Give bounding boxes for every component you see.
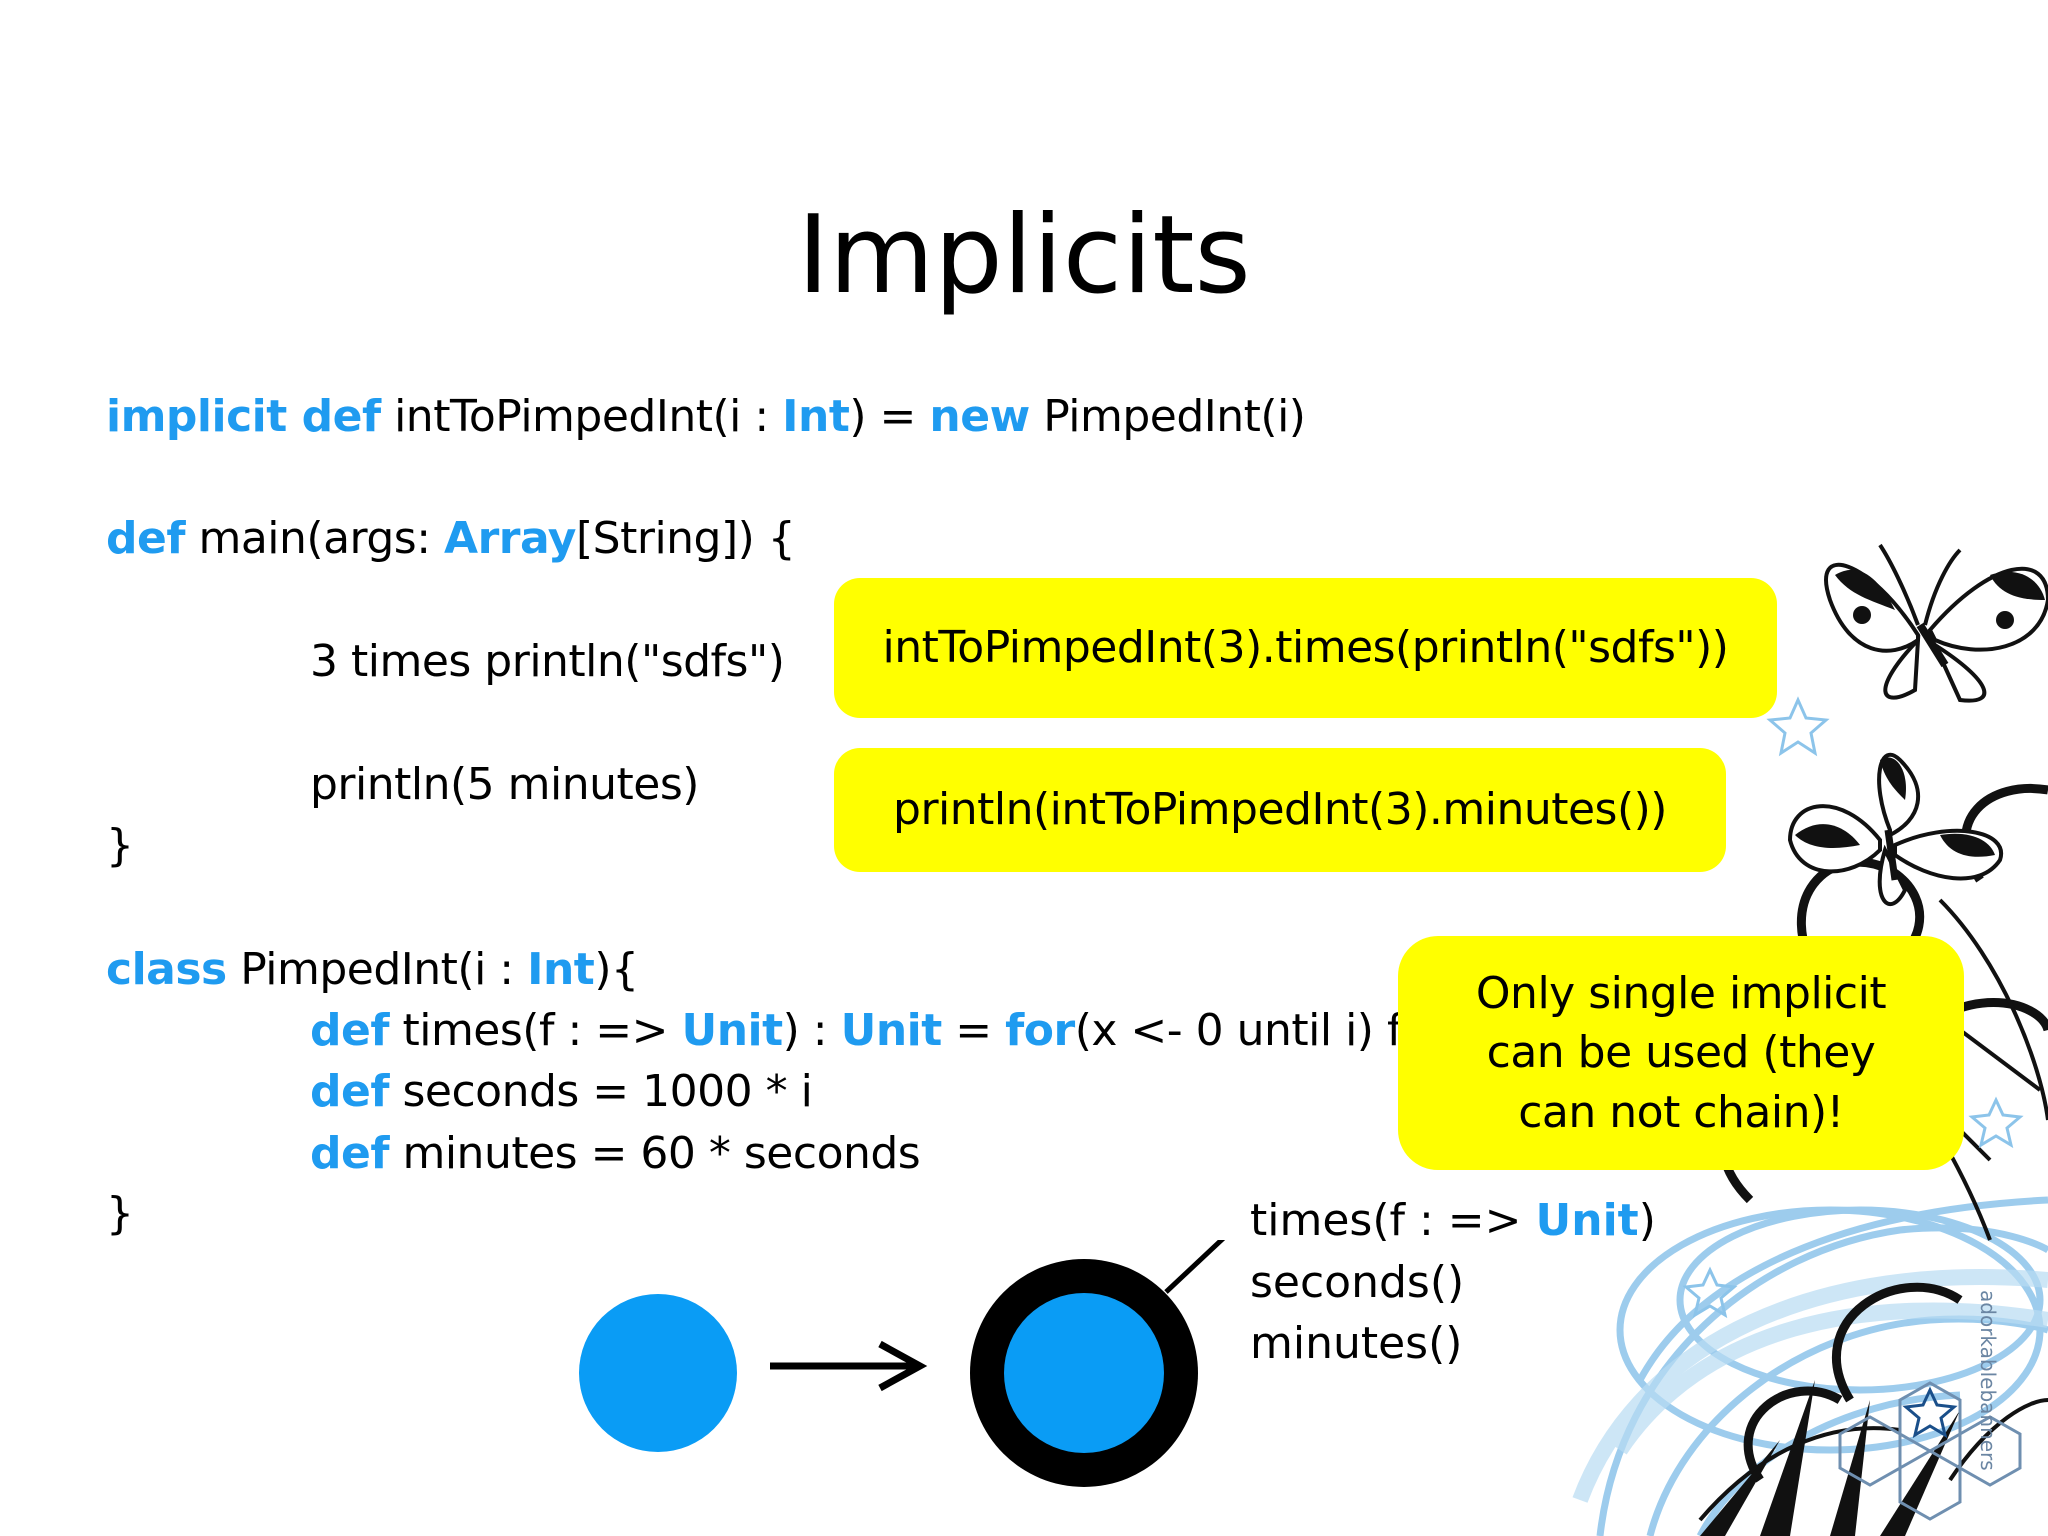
code-line-minutes-call: println(5 minutes) — [310, 759, 699, 812]
implicit-wrap-diagram — [579, 1240, 1226, 1487]
code-text: ) : — [782, 1005, 841, 1056]
watermark-text: adorkablebanners — [1976, 1290, 2000, 1471]
callout-times-expansion: intToPimpedInt(3).times(println("sdfs")) — [834, 578, 1777, 718]
code-keyword: def — [310, 1005, 389, 1056]
plain-int-circle — [579, 1294, 737, 1452]
code-text: 3 times println("sdfs") — [310, 636, 785, 687]
member-text: times(f : => — [1250, 1195, 1536, 1246]
code-text: println(5 minutes) — [310, 759, 699, 810]
code-text: PimpedInt(i : — [226, 944, 528, 995]
code-line-main-close: } — [106, 820, 134, 873]
callout-text: intToPimpedInt(3).times(println("sdfs")) — [882, 622, 1729, 674]
code-keyword: implicit def — [106, 391, 381, 442]
member-minutes: minutes() — [1250, 1318, 1463, 1370]
code-text: times(f : => — [388, 1005, 682, 1056]
code-text: seconds = 1000 * i — [388, 1066, 813, 1117]
code-text: intToPimpedInt(i : — [380, 391, 783, 442]
code-text: ) = — [849, 391, 930, 442]
code-text: = — [941, 1005, 1006, 1056]
code-keyword: new — [929, 391, 1030, 442]
code-text: } — [106, 820, 134, 871]
code-keyword: Int — [527, 944, 595, 995]
code-keyword: def — [310, 1128, 389, 1179]
code-keyword: class — [106, 944, 227, 995]
member-text: ) — [1638, 1195, 1656, 1246]
code-line-def-seconds: def seconds = 1000 * i — [310, 1066, 813, 1119]
code-keyword: Unit — [681, 1005, 783, 1056]
callout-minutes-expansion: println(intToPimpedInt(3).minutes()) — [834, 748, 1726, 872]
code-keyword: Unit — [840, 1005, 943, 1056]
pimped-int-members: times(f : => Unit)seconds()minutes() — [1250, 1190, 1656, 1375]
members-pointer-line — [1164, 1240, 1226, 1294]
code-text: [String]) { — [576, 513, 796, 564]
arrow-right-icon — [878, 1340, 928, 1392]
code-text: main(args: — [184, 513, 445, 564]
code-text: } — [106, 1188, 134, 1239]
code-text: ){ — [594, 944, 639, 995]
member-keyword: Unit — [1535, 1195, 1639, 1246]
pimped-int-inner-circle — [1004, 1293, 1164, 1453]
code-keyword: Int — [782, 391, 850, 442]
code-line-implicit-def: implicit def intToPimpedInt(i : Int) = n… — [106, 391, 1306, 444]
callout-text: Only single implicit can be used (they c… — [1475, 967, 1887, 1138]
code-keyword: Array — [444, 513, 576, 564]
code-keyword: def — [310, 1066, 389, 1117]
code-text: (x <- 0 until i) f — [1074, 1005, 1403, 1056]
callout-text: println(intToPimpedInt(3).minutes()) — [893, 784, 1667, 836]
code-text: minutes = 60 * seconds — [388, 1128, 921, 1179]
code-line-class-close: } — [106, 1188, 134, 1241]
code-keyword: def — [106, 513, 185, 564]
code-text: PimpedInt(i) — [1029, 391, 1306, 442]
code-line-def-minutes: def minutes = 60 * seconds — [310, 1128, 921, 1181]
member-seconds: seconds() — [1250, 1256, 1465, 1308]
code-line-def-times: def times(f : => Unit) : Unit = for(x <-… — [310, 1005, 1402, 1058]
code-line-main: def main(args: Array[String]) { — [106, 513, 796, 566]
member-times: times(f : => Unit) — [1250, 1190, 1656, 1252]
code-keyword: for — [1005, 1005, 1075, 1056]
callout-single-implicit-note: Only single implicit can be used (they c… — [1398, 936, 1964, 1170]
slide-title: Implicits — [797, 193, 1251, 319]
code-line-times-call: 3 times println("sdfs") — [310, 636, 785, 689]
code-line-class: class PimpedInt(i : Int){ — [106, 944, 639, 997]
